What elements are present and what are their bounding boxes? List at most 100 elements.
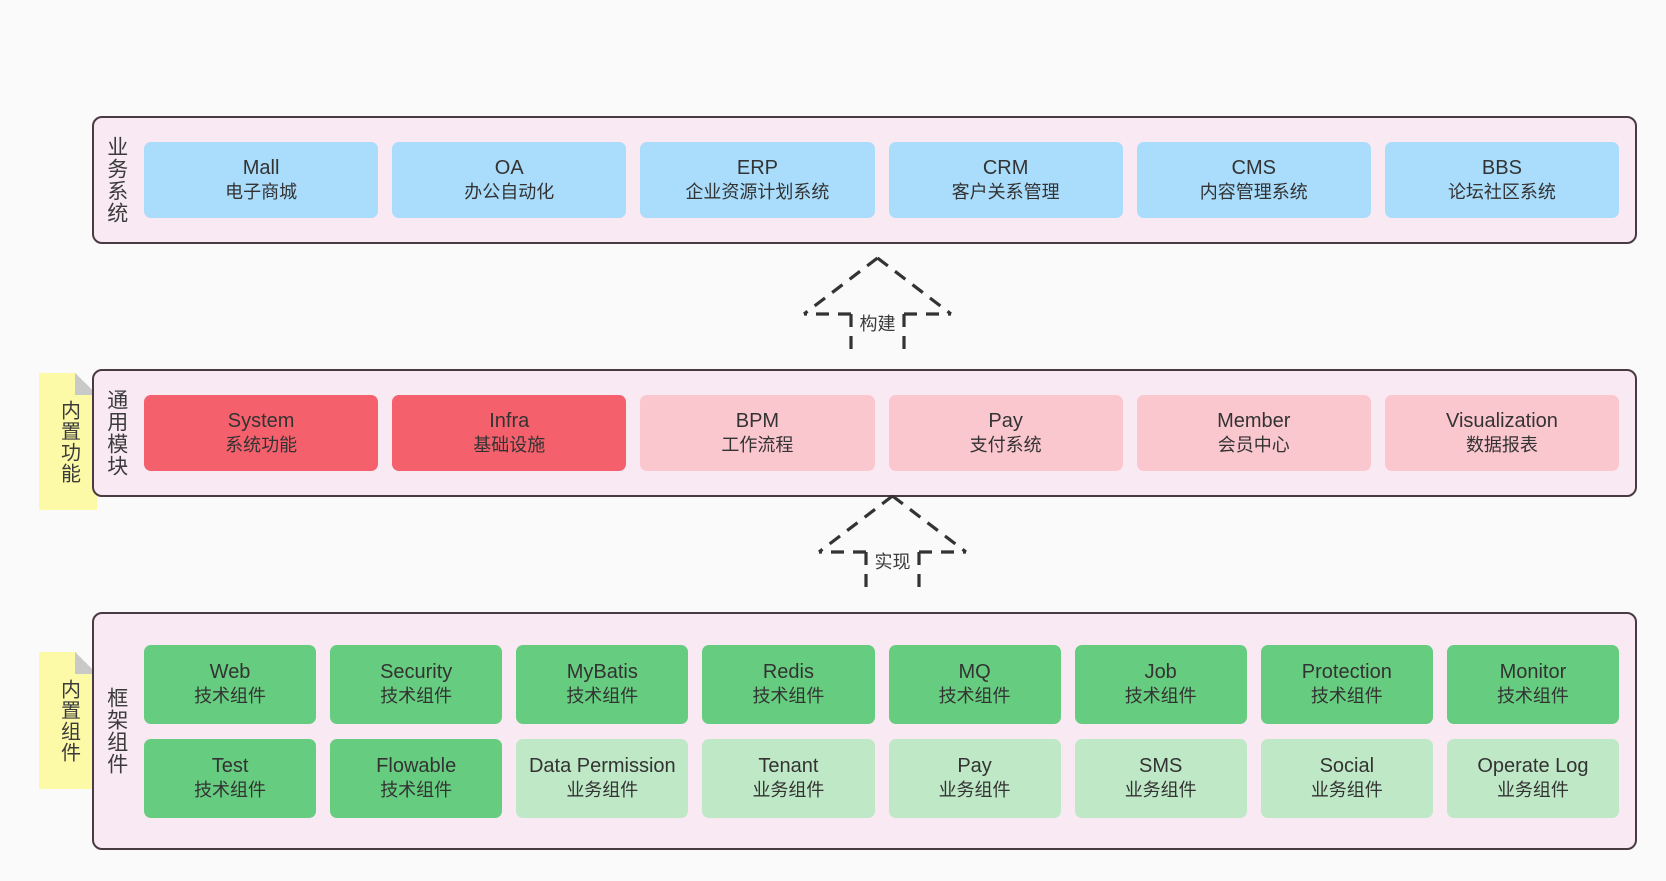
- layer-business-system-title: 业务系统: [104, 136, 128, 224]
- node-mq-name: MQ: [958, 660, 991, 683]
- node-monitor-desc: 技术组件: [1496, 686, 1569, 707]
- node-data-permission-name: Data Permission: [528, 754, 676, 777]
- node-social[interactable]: Social 业务组件: [1260, 738, 1433, 818]
- node-flowable-desc: 技术组件: [380, 780, 453, 801]
- node-oa[interactable]: OA 办公自动化: [392, 142, 627, 218]
- node-sms-desc: 业务组件: [1124, 780, 1197, 801]
- node-flowable[interactable]: Flowable 技术组件: [330, 738, 503, 818]
- node-oa-desc: 办公自动化: [464, 182, 555, 203]
- node-visualization-name: Visualization: [1445, 409, 1558, 432]
- framework-row-tech: Web 技术组件 Security 技术组件 MyBatis 技术组件 Redi…: [144, 644, 1619, 724]
- note-builtin-components-label: 内置组件: [57, 678, 80, 763]
- node-security[interactable]: Security 技术组件: [330, 644, 503, 724]
- node-protection[interactable]: Protection 技术组件: [1260, 644, 1433, 724]
- node-pay-component-desc: 业务组件: [938, 780, 1011, 801]
- node-security-name: Security: [380, 660, 453, 683]
- node-infra[interactable]: Infra 基础设施: [392, 395, 627, 471]
- layer-business-system: 业务系统 Mall 电子商城 OA 办公自动化 ERP 企业资源计划系统 CRM…: [92, 116, 1637, 244]
- node-member[interactable]: Member 会员中心: [1136, 395, 1371, 471]
- node-mq-desc: 技术组件: [938, 686, 1011, 707]
- node-erp-name: ERP: [736, 156, 778, 179]
- node-test-desc: 技术组件: [194, 780, 267, 801]
- node-member-name: Member: [1217, 409, 1291, 432]
- node-mybatis[interactable]: MyBatis 技术组件: [516, 644, 689, 724]
- node-crm-desc: 客户关系管理: [951, 182, 1060, 203]
- node-operate-log[interactable]: Operate Log 业务组件: [1446, 738, 1619, 818]
- node-bbs-name: BBS: [1481, 156, 1522, 179]
- node-redis[interactable]: Redis 技术组件: [702, 644, 875, 724]
- node-sms[interactable]: SMS 业务组件: [1074, 738, 1247, 818]
- node-social-name: Social: [1319, 754, 1375, 777]
- node-visualization-desc: 数据报表: [1465, 435, 1538, 456]
- node-bpm-name: BPM: [735, 409, 780, 432]
- node-tenant[interactable]: Tenant 业务组件: [702, 738, 875, 818]
- layer-framework-component-body: Web 技术组件 Security 技术组件 MyBatis 技术组件 Redi…: [138, 614, 1635, 848]
- node-job-name: Job: [1144, 660, 1177, 683]
- node-pay-module-name: Pay: [988, 409, 1023, 432]
- note-builtin-functions: 内置功能: [39, 373, 97, 510]
- node-pay-module[interactable]: Pay 支付系统: [888, 395, 1123, 471]
- node-web[interactable]: Web 技术组件: [144, 644, 317, 724]
- node-data-permission[interactable]: Data Permission 业务组件: [516, 738, 689, 818]
- node-visualization[interactable]: Visualization 数据报表: [1384, 395, 1620, 471]
- node-pay-component-name: Pay: [957, 754, 992, 777]
- node-pay-component[interactable]: Pay 业务组件: [888, 738, 1061, 818]
- node-mall[interactable]: Mall 电子商城: [144, 142, 379, 218]
- node-flowable-name: Flowable: [376, 754, 457, 777]
- node-tenant-name: Tenant: [758, 754, 819, 777]
- node-system[interactable]: System 系统功能: [144, 395, 379, 471]
- node-member-desc: 会员中心: [1217, 435, 1290, 456]
- node-monitor-name: Monitor: [1499, 660, 1567, 683]
- layer-business-system-body: Mall 电子商城 OA 办公自动化 ERP 企业资源计划系统 CRM 客户关系…: [138, 118, 1635, 242]
- relation-implement: 实现: [805, 490, 980, 595]
- node-test[interactable]: Test 技术组件: [144, 738, 317, 818]
- node-security-desc: 技术组件: [380, 686, 453, 707]
- node-mybatis-name: MyBatis: [566, 660, 638, 683]
- node-mall-desc: 电子商城: [225, 182, 298, 203]
- node-redis-desc: 技术组件: [752, 686, 825, 707]
- node-web-desc: 技术组件: [194, 686, 267, 707]
- node-job[interactable]: Job 技术组件: [1074, 644, 1247, 724]
- node-tenant-desc: 业务组件: [752, 780, 825, 801]
- node-infra-name: Infra: [489, 409, 530, 432]
- node-system-name: System: [227, 409, 295, 432]
- node-social-desc: 业务组件: [1310, 780, 1383, 801]
- node-cms[interactable]: CMS 内容管理系统: [1136, 142, 1371, 218]
- node-redis-name: Redis: [762, 660, 814, 683]
- node-bpm[interactable]: BPM 工作流程: [640, 395, 875, 471]
- node-cms-desc: 内容管理系统: [1199, 182, 1308, 203]
- node-crm[interactable]: CRM 客户关系管理: [888, 142, 1123, 218]
- framework-row-biz: Test 技术组件 Flowable 技术组件 Data Permission …: [144, 738, 1619, 818]
- node-infra-desc: 基础设施: [473, 435, 546, 456]
- node-sms-name: SMS: [1139, 754, 1183, 777]
- node-job-desc: 技术组件: [1124, 686, 1197, 707]
- node-protection-name: Protection: [1301, 660, 1392, 683]
- node-mall-name: Mall: [242, 156, 280, 179]
- node-test-name: Test: [211, 754, 249, 777]
- node-mq[interactable]: MQ 技术组件: [888, 644, 1061, 724]
- node-monitor[interactable]: Monitor 技术组件: [1446, 644, 1619, 724]
- layer-framework-component: 框架组件 Web 技术组件 Security 技术组件 MyBatis 技术组件…: [92, 612, 1637, 850]
- node-oa-name: OA: [494, 156, 524, 179]
- node-bbs-desc: 论坛社区系统: [1447, 182, 1556, 203]
- layer-common-module: 通用模块 System 系统功能 Infra 基础设施 BPM 工作流程 Pay…: [92, 369, 1637, 497]
- node-operate-log-name: Operate Log: [1477, 754, 1589, 777]
- build-arrow-icon: [803, 256, 952, 352]
- node-crm-name: CRM: [982, 156, 1029, 179]
- layer-common-module-body: System 系统功能 Infra 基础设施 BPM 工作流程 Pay 支付系统…: [138, 371, 1635, 495]
- node-erp[interactable]: ERP 企业资源计划系统: [640, 142, 875, 218]
- layer-common-module-title: 通用模块: [104, 389, 128, 477]
- relation-build: 构建: [790, 252, 965, 357]
- node-cms-name: CMS: [1231, 156, 1276, 179]
- node-operate-log-desc: 业务组件: [1496, 780, 1569, 801]
- node-bbs[interactable]: BBS 论坛社区系统: [1384, 142, 1620, 218]
- node-pay-module-desc: 支付系统: [969, 435, 1042, 456]
- node-mybatis-desc: 技术组件: [566, 686, 639, 707]
- node-protection-desc: 技术组件: [1310, 686, 1383, 707]
- note-builtin-functions-label: 内置功能: [57, 399, 80, 484]
- node-bpm-desc: 工作流程: [721, 435, 794, 456]
- layer-framework-component-title: 框架组件: [104, 687, 128, 775]
- node-system-desc: 系统功能: [225, 435, 298, 456]
- node-web-name: Web: [209, 660, 251, 683]
